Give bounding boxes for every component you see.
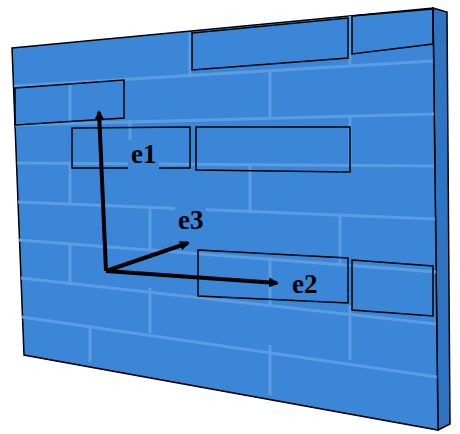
mortar-lines [14, 16, 437, 395]
vector-label: e2 [289, 270, 320, 299]
basis-vectors [99, 112, 277, 283]
vector-label: e1 [128, 140, 159, 169]
vector-label: e3 [175, 206, 206, 235]
wall-front [12, 8, 438, 430]
brick-outlines [15, 9, 433, 316]
